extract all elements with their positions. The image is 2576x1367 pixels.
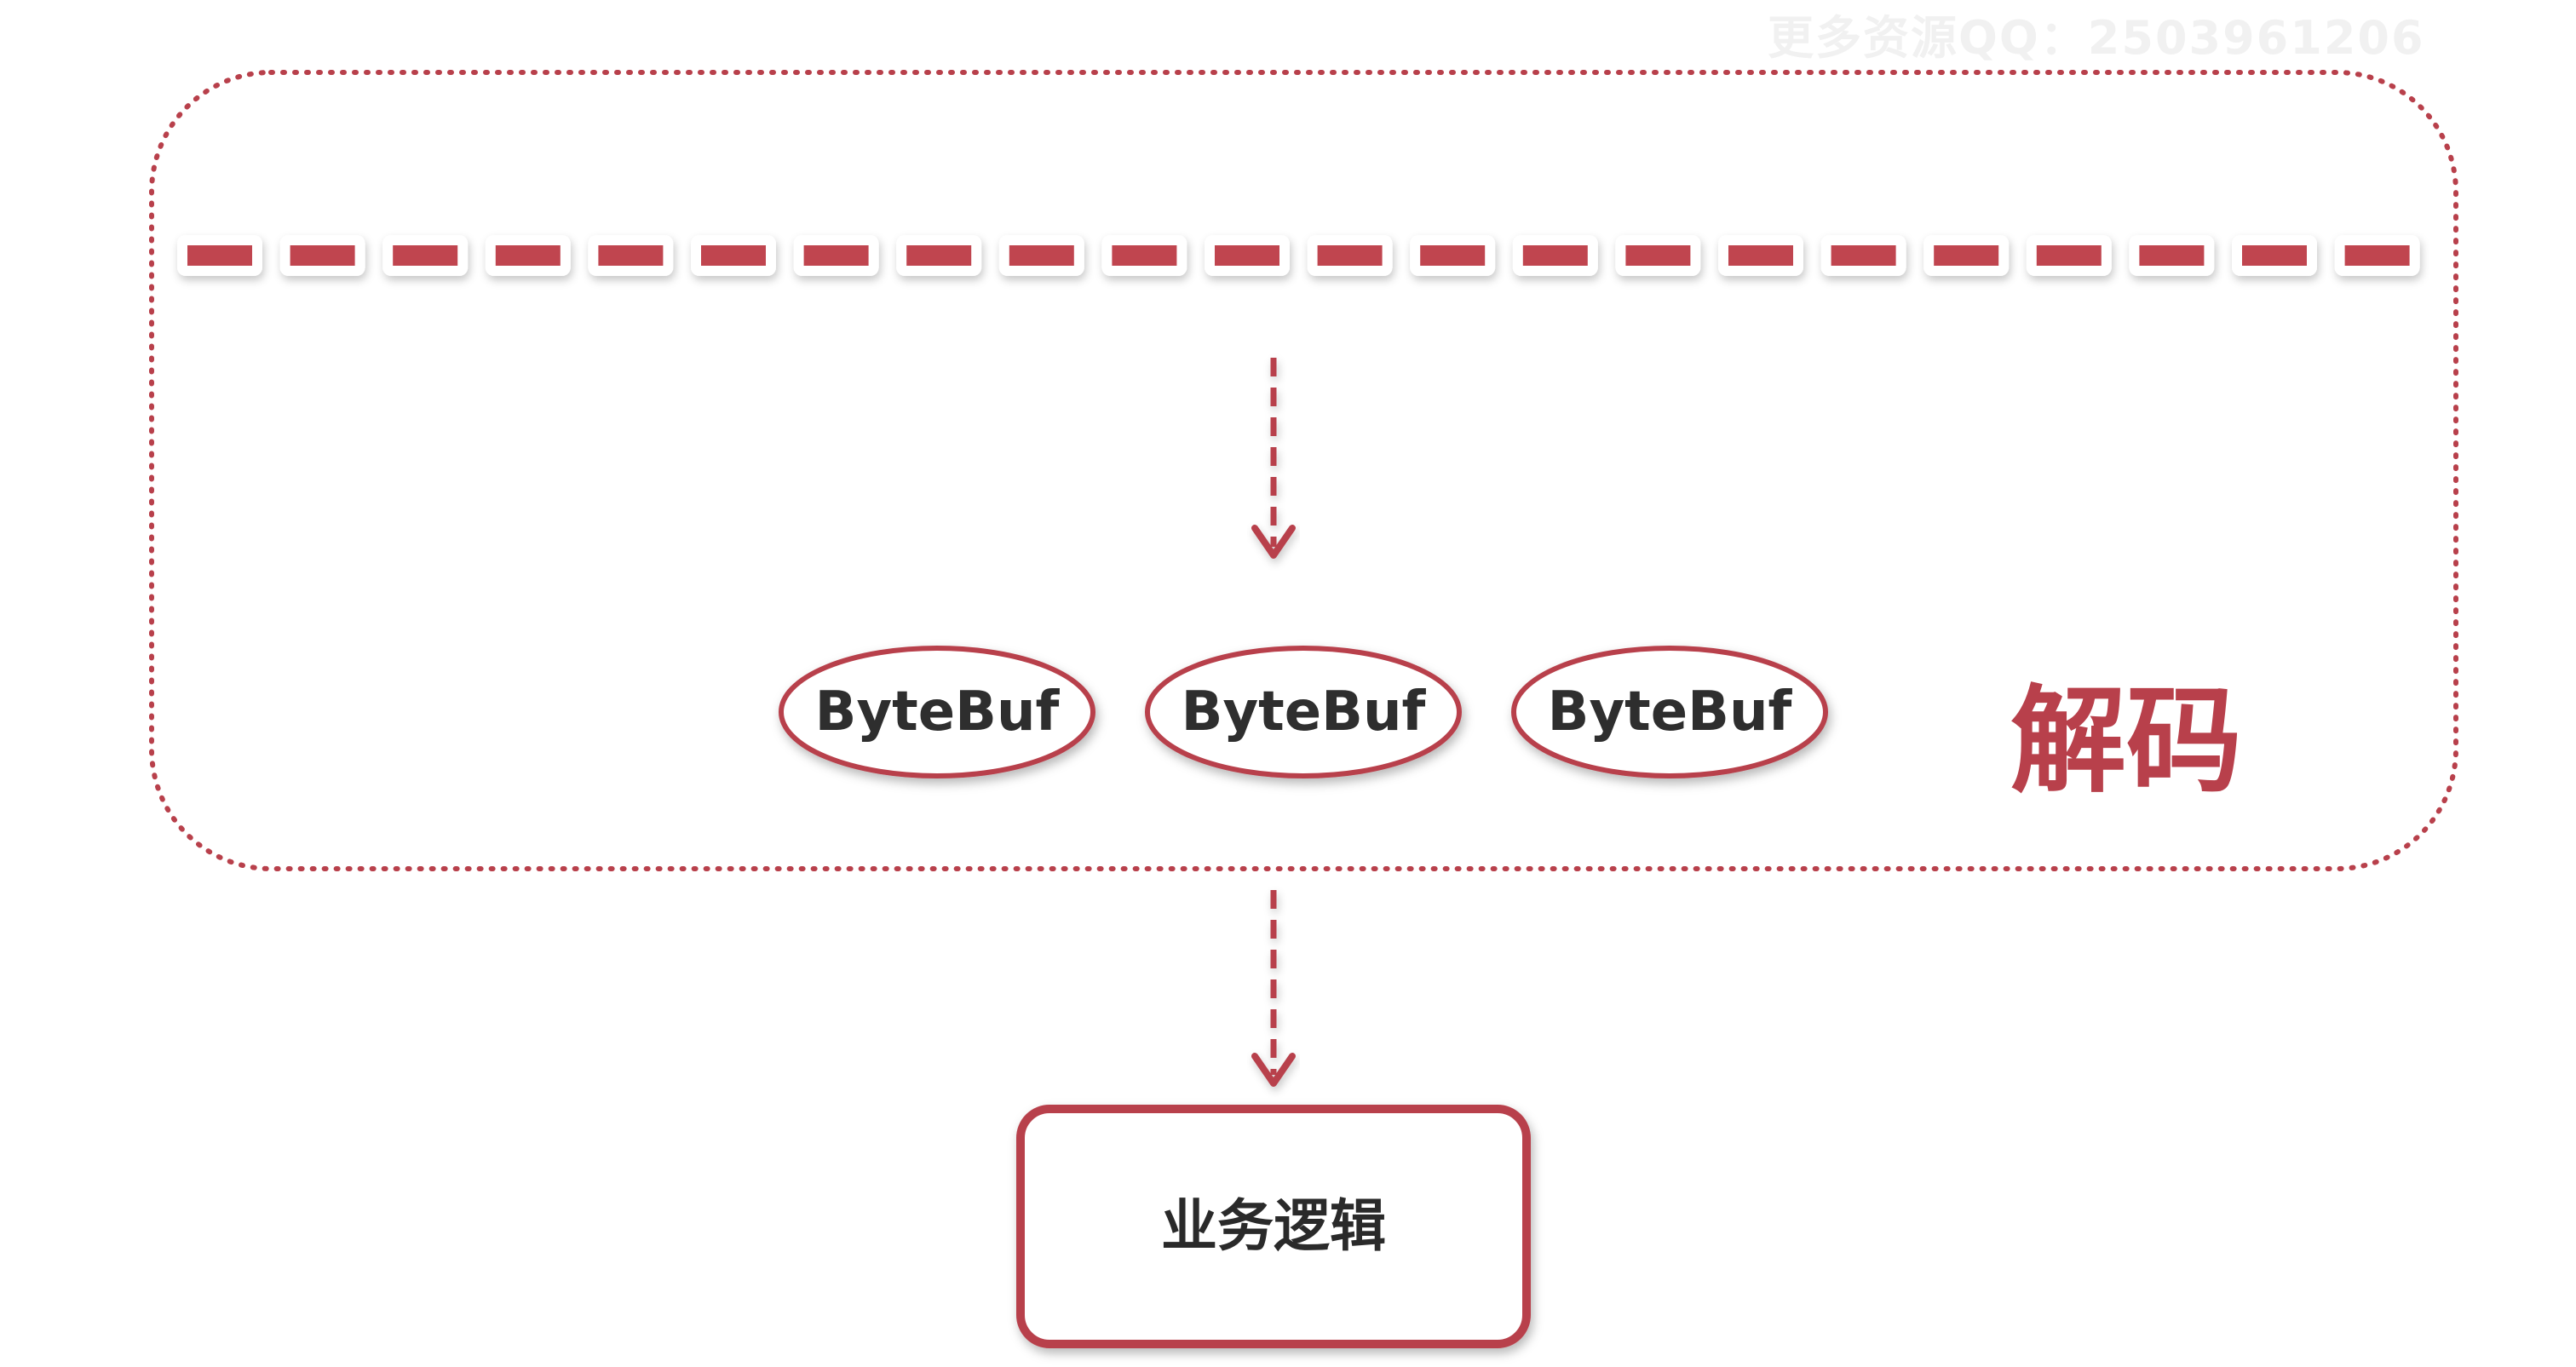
byte-segment xyxy=(1101,235,1187,276)
decode-label: 解码 xyxy=(2010,675,2242,809)
byte-segment xyxy=(382,235,469,276)
business-logic-label: 业务逻辑 xyxy=(1161,1193,1386,1259)
byte-segment xyxy=(1410,235,1496,276)
arrow-down-icon xyxy=(1251,890,1296,1087)
byte-segment xyxy=(2129,235,2215,276)
byte-stream xyxy=(177,235,2420,276)
bytebuf-ellipse xyxy=(779,646,1095,778)
bytebuf-label: ByteBuf xyxy=(1547,681,1792,744)
bytebuf-group xyxy=(779,646,1828,778)
byte-segment xyxy=(1512,235,1598,276)
byte-segment xyxy=(1615,235,1701,276)
byte-segment xyxy=(588,235,674,276)
byte-segment xyxy=(896,235,982,276)
byte-segment xyxy=(2232,235,2317,276)
byte-segment xyxy=(1718,235,1803,276)
arrow-down-icon xyxy=(1251,358,1296,559)
bytebuf-ellipse xyxy=(1511,646,1828,778)
watermark-text: 更多资源QQ：2503961206 xyxy=(1768,11,2425,65)
byte-segment xyxy=(1307,235,1393,276)
bytebuf-label: ByteBuf xyxy=(814,681,1060,744)
business-logic-box xyxy=(1016,1105,1531,1348)
byte-segment xyxy=(793,235,879,276)
byte-segment xyxy=(177,235,262,276)
byte-segment xyxy=(2026,235,2112,276)
byte-segment xyxy=(2334,235,2420,276)
byte-segment xyxy=(998,235,1084,276)
byte-segment xyxy=(691,235,776,276)
bytebuf-ellipse xyxy=(1145,646,1462,778)
byte-segment xyxy=(1205,235,1290,276)
byte-segment xyxy=(279,235,365,276)
byte-segment xyxy=(485,235,571,276)
byte-segment xyxy=(1923,235,2010,276)
byte-segment xyxy=(1820,235,1906,276)
decoder-container xyxy=(149,70,2458,871)
bytebuf-label: ByteBuf xyxy=(1181,681,1426,744)
